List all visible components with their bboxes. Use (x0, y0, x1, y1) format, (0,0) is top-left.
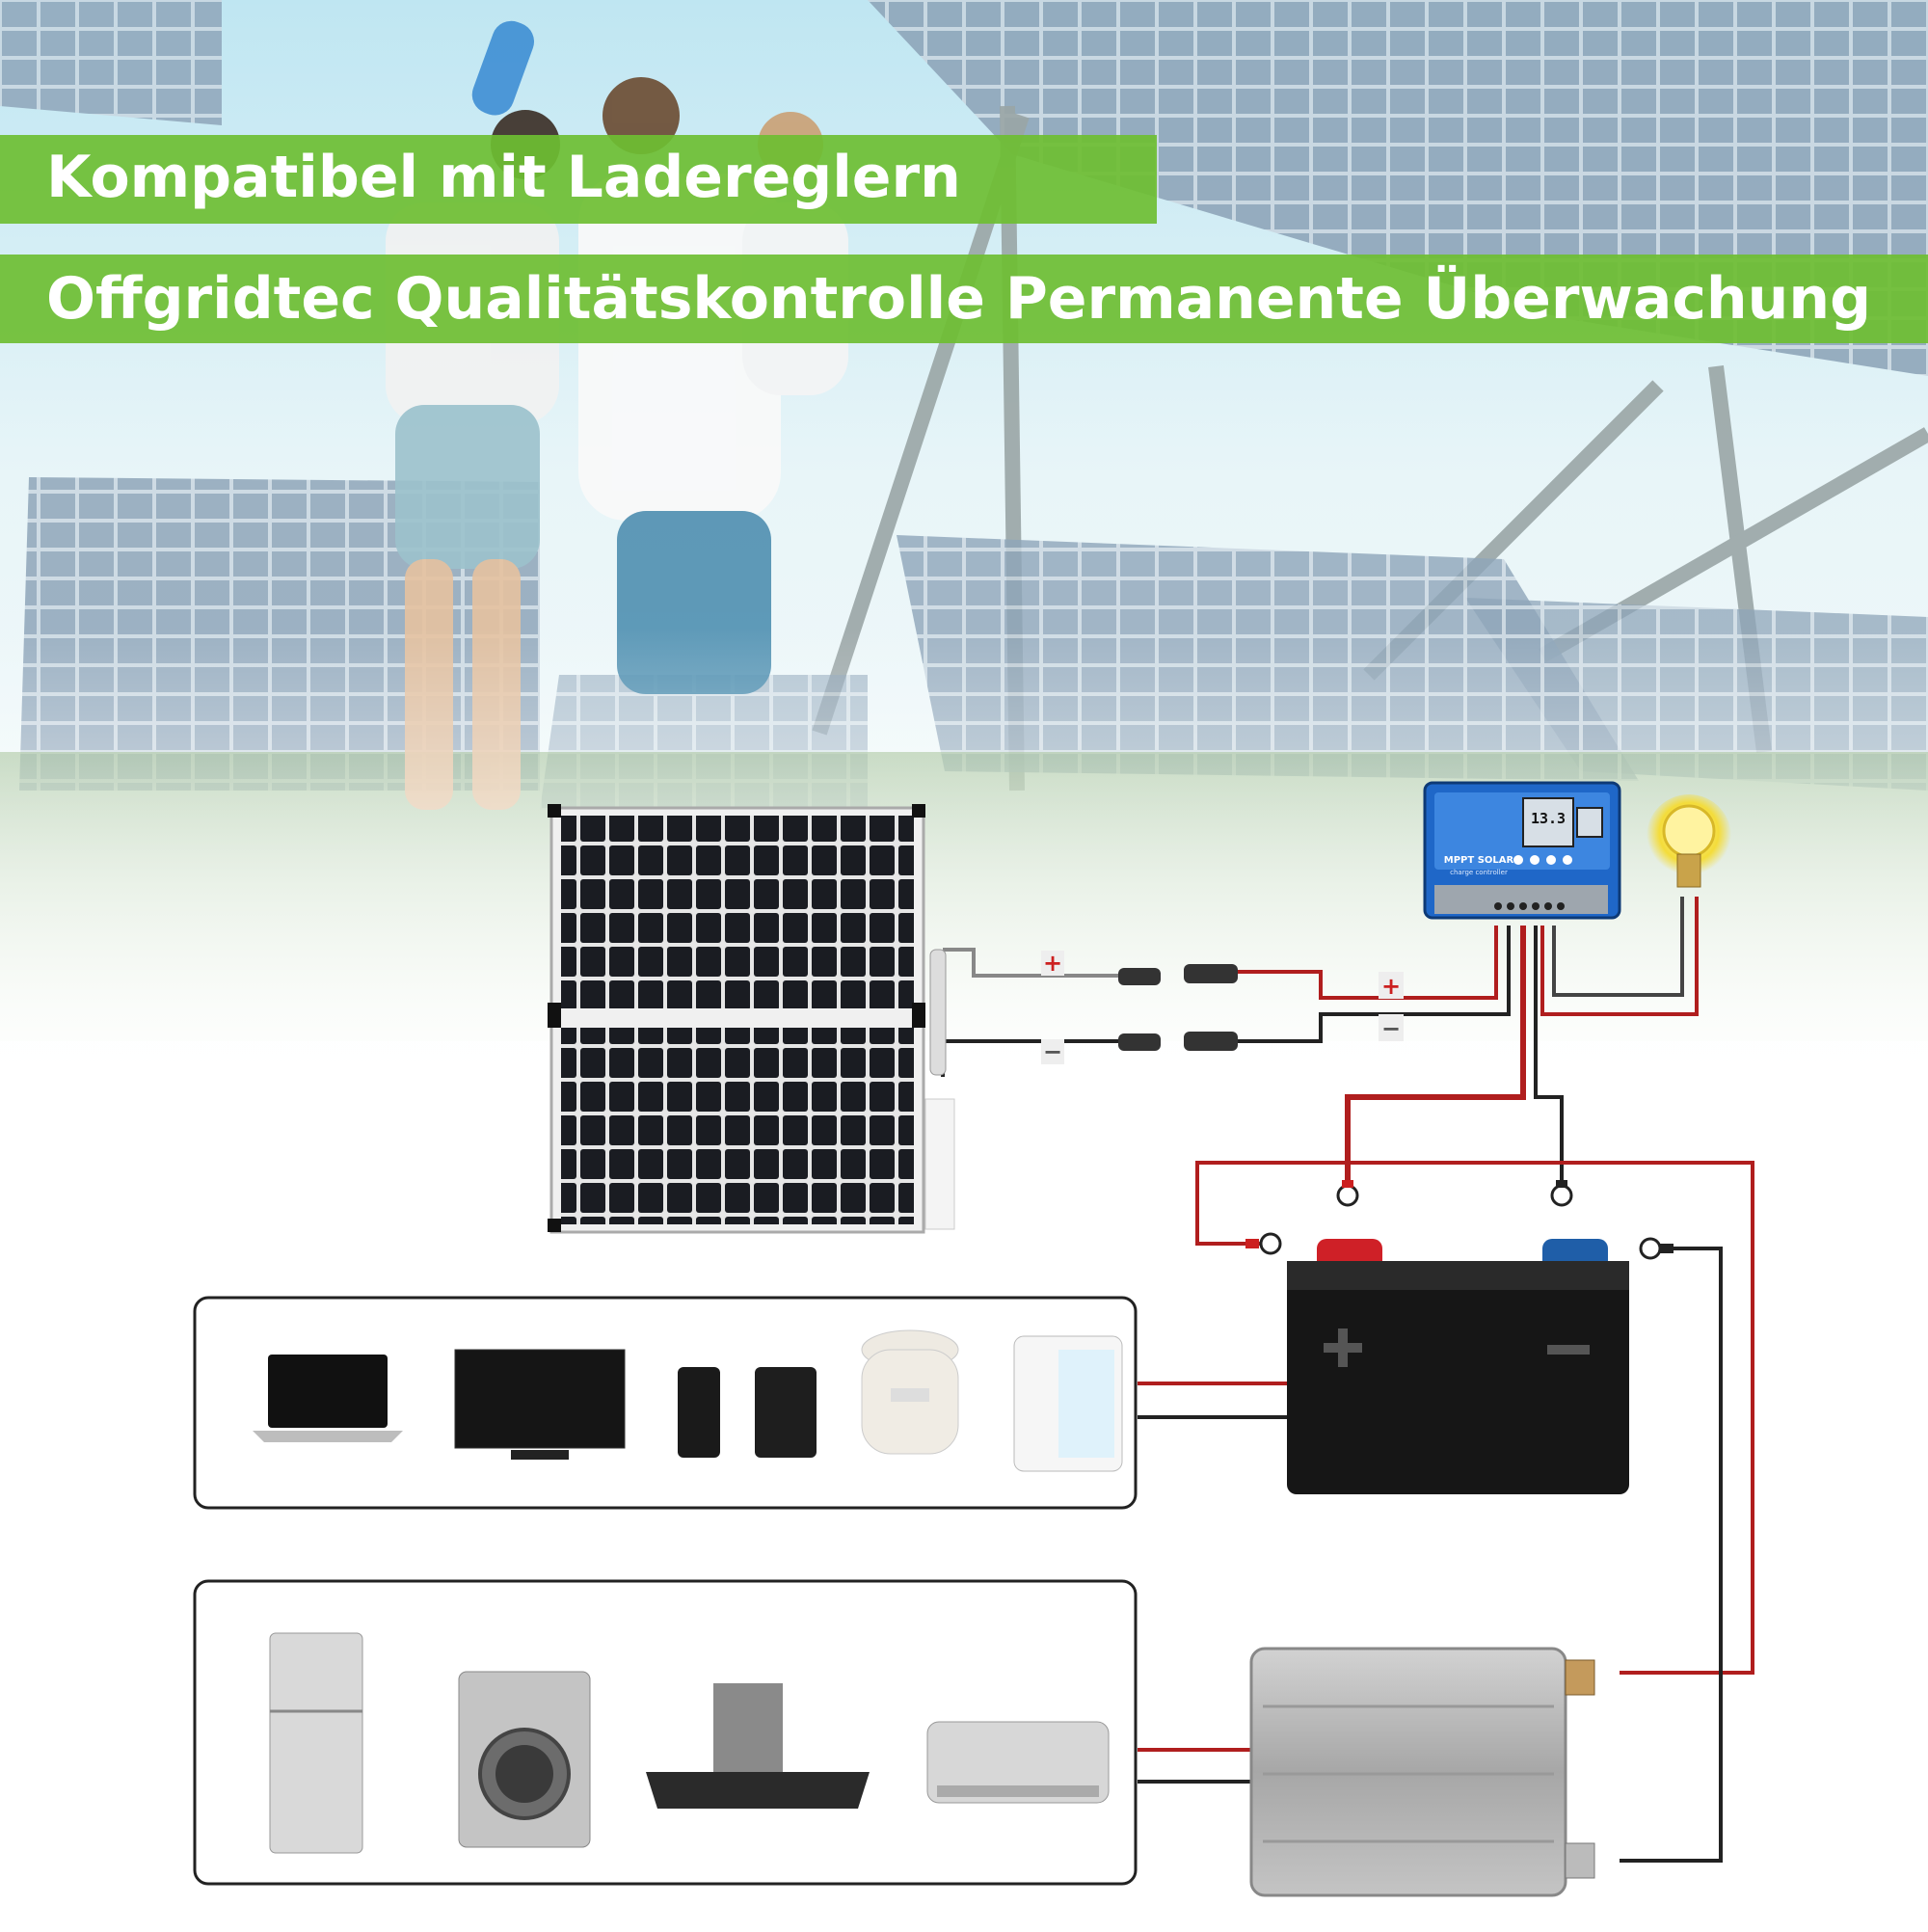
wire-battery-inverter-positive (1195, 1161, 1754, 1675)
wire-battery-inverter-negative (1620, 1247, 1723, 1863)
rice-cooker-icon (861, 1329, 959, 1455)
tag-plus-2: + (1381, 973, 1401, 1000)
refrigerator-icon (269, 1632, 363, 1854)
smartphone-icon (678, 1367, 720, 1458)
controller-display-value: 13.3 (1531, 810, 1566, 827)
wiring (941, 897, 1754, 1863)
controller-brand-label: MPPT SOLAR (1444, 855, 1514, 866)
tablet-icon (755, 1367, 817, 1458)
battery-icon (1245, 1180, 1674, 1494)
wire-ctrl-battery-negative (1534, 926, 1564, 1188)
charge-controller-icon: 13.3 MPPT SOLAR charge controller (1423, 781, 1621, 920)
wire-panel-negative-2 (1238, 926, 1511, 1043)
controller-sub-label: charge controller (1450, 869, 1508, 876)
air-conditioner-icon (926, 1721, 1110, 1804)
tv-icon (454, 1349, 626, 1460)
tag-minus-1: − (1043, 1038, 1062, 1065)
wire-panel-positive-2 (1238, 926, 1498, 1000)
mini-fridge-icon (1013, 1335, 1123, 1472)
banner-bottom: Offgridtec Qualitätskontrolle Permanente… (0, 255, 1928, 343)
banner-line-1: Kompatibel mit Ladereglern (46, 144, 961, 211)
banner-line-2: Offgridtec Qualitätskontrolle Permanente… (46, 264, 1871, 333)
ac-loads-box (193, 1579, 1138, 1886)
wire-load-2 (1540, 897, 1699, 1016)
polarity-tags: + + − − (1041, 950, 1404, 1065)
wire-ctrl-battery-positive (1345, 926, 1526, 1188)
range-hood-icon (646, 1683, 870, 1809)
wire-load-1 (1552, 897, 1684, 997)
tag-minus-2: − (1381, 1015, 1401, 1042)
washing-machine-icon (458, 1671, 591, 1848)
tag-plus-1: + (1043, 950, 1062, 977)
light-bulb-icon (1647, 794, 1731, 888)
solar-panel-icon (548, 804, 955, 1234)
laptop-icon (253, 1355, 403, 1442)
mc4-connectors (1118, 964, 1238, 1051)
inverter-icon (1249, 1647, 1595, 1897)
banner-top: Kompatibel mit Ladereglern (0, 135, 1157, 224)
